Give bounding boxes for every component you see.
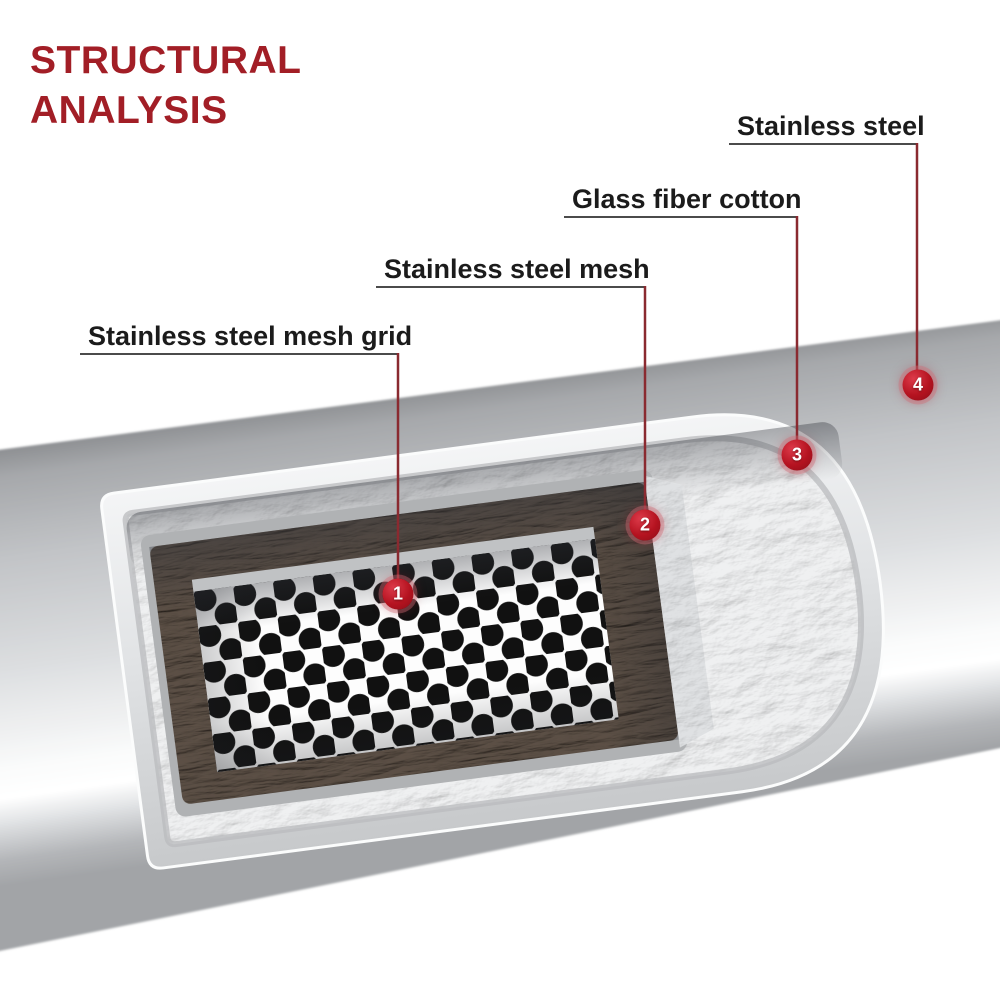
label-glass-fiber-cotton: Glass fiber cotton: [572, 184, 802, 214]
label-stainless-steel-mesh-grid: Stainless steel mesh grid: [88, 321, 413, 351]
layer-marker-1: 1: [382, 578, 414, 610]
label-stainless-steel: Stainless steel: [737, 111, 925, 141]
page-title-line-1: STRUCTURAL: [30, 39, 302, 82]
layer-marker-3: 3: [781, 439, 813, 471]
cutaway-assembly: [100, 413, 885, 870]
layer-marker-2: 2: [629, 509, 661, 541]
page-title-line-2: ANALYSIS: [30, 89, 228, 132]
leader-lines: [80, 143, 919, 579]
label-stainless-steel-mesh: Stainless steel mesh: [384, 254, 650, 284]
layer-marker-4: 4: [902, 369, 934, 401]
mesh-layer-bevel: [644, 475, 714, 748]
page-title: STRUCTURAL ANALYSIS: [30, 36, 301, 136]
mesh-grid-bottom-shadow: [210, 671, 619, 773]
mesh-grid-edge-strip: [191, 526, 596, 596]
